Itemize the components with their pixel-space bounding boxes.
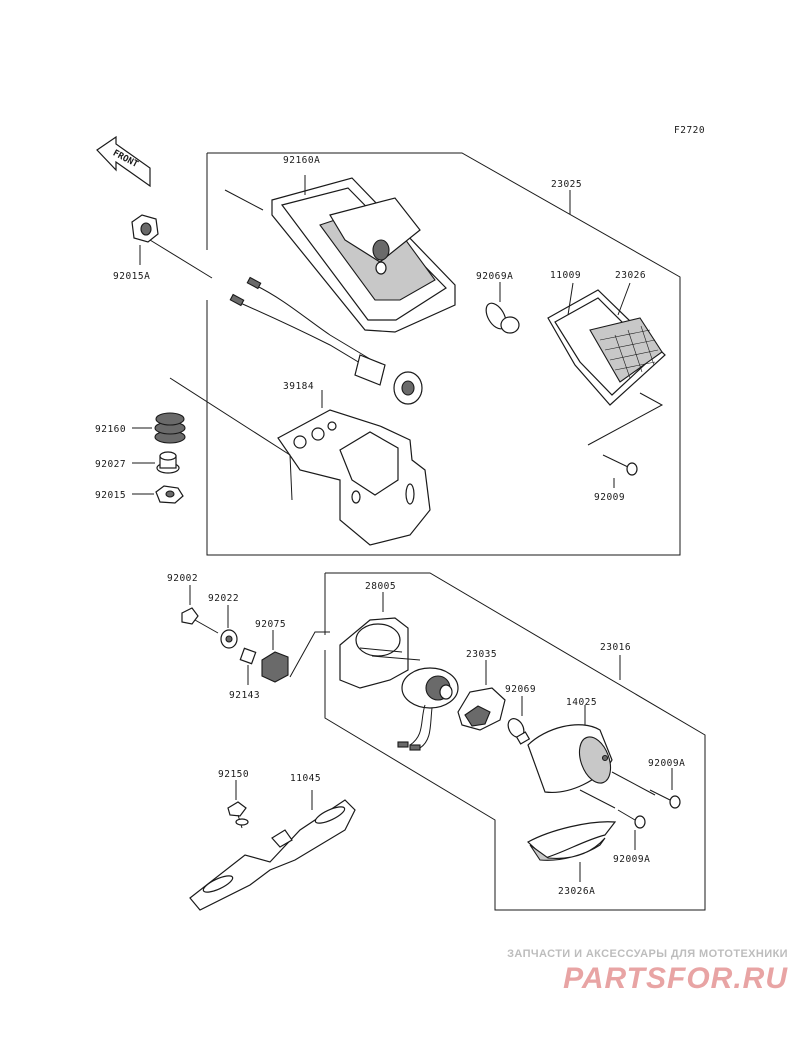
- watermark: ЗАПЧАСТИ И АКСЕССУАРЫ ДЛЯ МОТОТЕХНИКИ PA…: [507, 948, 788, 996]
- label-92009A-lower: 92009A: [613, 854, 650, 865]
- label-92143: 92143: [229, 690, 260, 701]
- label-92027: 92027: [95, 459, 126, 470]
- lower-assembly-frame: [324, 572, 706, 911]
- label-39184: 39184: [283, 381, 314, 392]
- label-92069: 92069: [505, 684, 536, 695]
- tail-lamp-housing-part: [271, 175, 456, 333]
- label-92160: 92160: [95, 424, 126, 435]
- label-11009: 11009: [550, 270, 581, 281]
- figure-code: F2720: [674, 125, 705, 136]
- label-92002: 92002: [167, 573, 198, 584]
- nut-92015A-part: [131, 214, 159, 265]
- label-23026A: 23026A: [558, 886, 595, 897]
- leader-line: [224, 189, 264, 211]
- label-11045: 11045: [290, 773, 321, 784]
- front-arrow-icon: FRONT: [96, 135, 151, 188]
- label-92009: 92009: [594, 492, 625, 503]
- washer-92022-part: [220, 605, 238, 649]
- lens-23026A-part: [526, 821, 617, 882]
- bulb-92069-part: [507, 696, 531, 745]
- label-92069A: 92069A: [476, 271, 513, 282]
- holder-23035-part: [457, 660, 506, 731]
- bulb-92069A-part: [485, 282, 520, 334]
- collar-92027-part: [132, 451, 180, 474]
- screw-92009A-upper-part: [611, 768, 681, 809]
- leader-line: [169, 377, 293, 501]
- label-92015: 92015: [95, 490, 126, 501]
- screw-92009-part: [602, 454, 638, 488]
- base-28005-part: [339, 592, 421, 689]
- label-92022: 92022: [208, 593, 239, 604]
- leader-line: [587, 392, 664, 446]
- leader-line: [149, 239, 213, 279]
- label-23016: 23016: [600, 642, 631, 653]
- label-92009A-upper: 92009A: [648, 758, 685, 769]
- label-92015A: 92015A: [113, 271, 150, 282]
- label-14025: 14025: [566, 697, 597, 708]
- lens-23026-part: [547, 282, 666, 406]
- label-92150: 92150: [218, 769, 249, 780]
- wire-harness-part: [229, 276, 423, 405]
- label-23026: 23026: [615, 270, 646, 281]
- label-23025: 23025: [551, 179, 582, 190]
- collar-92143-part: [239, 647, 257, 685]
- upper-assembly-frame: [206, 152, 681, 556]
- label-28005: 28005: [365, 581, 396, 592]
- label-23035: 23035: [466, 649, 497, 660]
- bracket-39184-part: [277, 390, 431, 546]
- watermark-logo: PARTSFOR.RU: [563, 962, 788, 995]
- bolt-92150-part: [227, 780, 249, 829]
- bracket-11045-part: [189, 790, 356, 911]
- bolt-92002-part: [181, 585, 219, 634]
- nut-92015-part: [132, 485, 184, 504]
- screw-92009A-lower-part: [579, 789, 646, 850]
- grommet-92075-part: [261, 630, 289, 683]
- grommet-92160-part: [132, 412, 186, 444]
- label-92160A: 92160A: [283, 155, 320, 166]
- leader-line: [289, 631, 330, 678]
- lens-cap-14025-part: [527, 705, 613, 793]
- watermark-tagline: ЗАПЧАСТИ И АКСЕССУАРЫ ДЛЯ МОТОТЕХНИКИ: [507, 948, 788, 960]
- socket-part: [397, 667, 459, 751]
- label-92075: 92075: [255, 619, 286, 630]
